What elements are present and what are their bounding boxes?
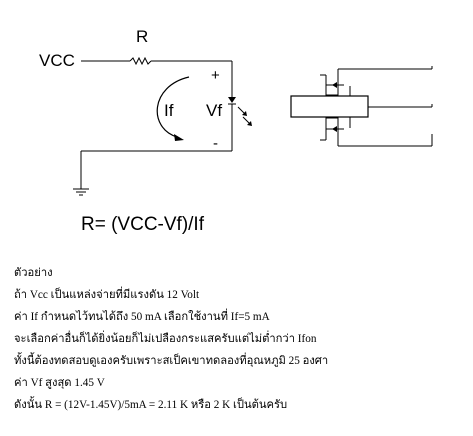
current-arrowhead xyxy=(174,134,184,141)
resistor-label: R xyxy=(136,27,148,46)
vf-label: Vf xyxy=(206,101,222,120)
led-diode-symbol xyxy=(228,97,236,103)
note-line: ค่า Vf สูงสุด 1.45 V xyxy=(14,377,105,389)
vcc-label: VCC xyxy=(39,51,75,70)
led-circuit-diagram: VCC R + - Vf If xyxy=(39,27,433,196)
example-notes: ตัวอย่าง ถ้า Vcc เป็นแหล่งจ่ายที่มีแรงดั… xyxy=(14,262,469,416)
emission-arrowhead-1 xyxy=(242,111,247,116)
minus-sign: - xyxy=(213,135,218,152)
current-arrow xyxy=(156,76,190,138)
note-line: ค่า If กำหนดไว้ทนได้ถึง 50 mA เลือกใช้งา… xyxy=(14,311,270,323)
if-label: If xyxy=(164,101,174,120)
notes-heading: ตัวอย่าง xyxy=(14,267,53,279)
resistor-symbol xyxy=(129,56,152,66)
note-line: ดังนั้น R = (12V-1.45V)/5mA = 2.11 K หรื… xyxy=(14,399,288,411)
ground-icon xyxy=(73,188,89,196)
note-line: จะเลือกค่าอื่นก็ได้ยิ่งน้อยก็ไม่เปลืองกร… xyxy=(14,333,317,345)
resistor-formula: R= (VCC-Vf)/If xyxy=(81,214,204,235)
note-line: ทั้งนี้ต้องทดสอบดูเองครับเพราะสเป็คเขาทด… xyxy=(14,355,329,367)
led-package-drawing xyxy=(290,66,433,147)
plus-sign: + xyxy=(211,67,220,84)
emission-arrowhead-2 xyxy=(247,121,252,126)
note-line: ถ้า Vcc เป็นแหล่งจ่ายที่มีแรงดัน 12 Volt xyxy=(14,289,200,301)
